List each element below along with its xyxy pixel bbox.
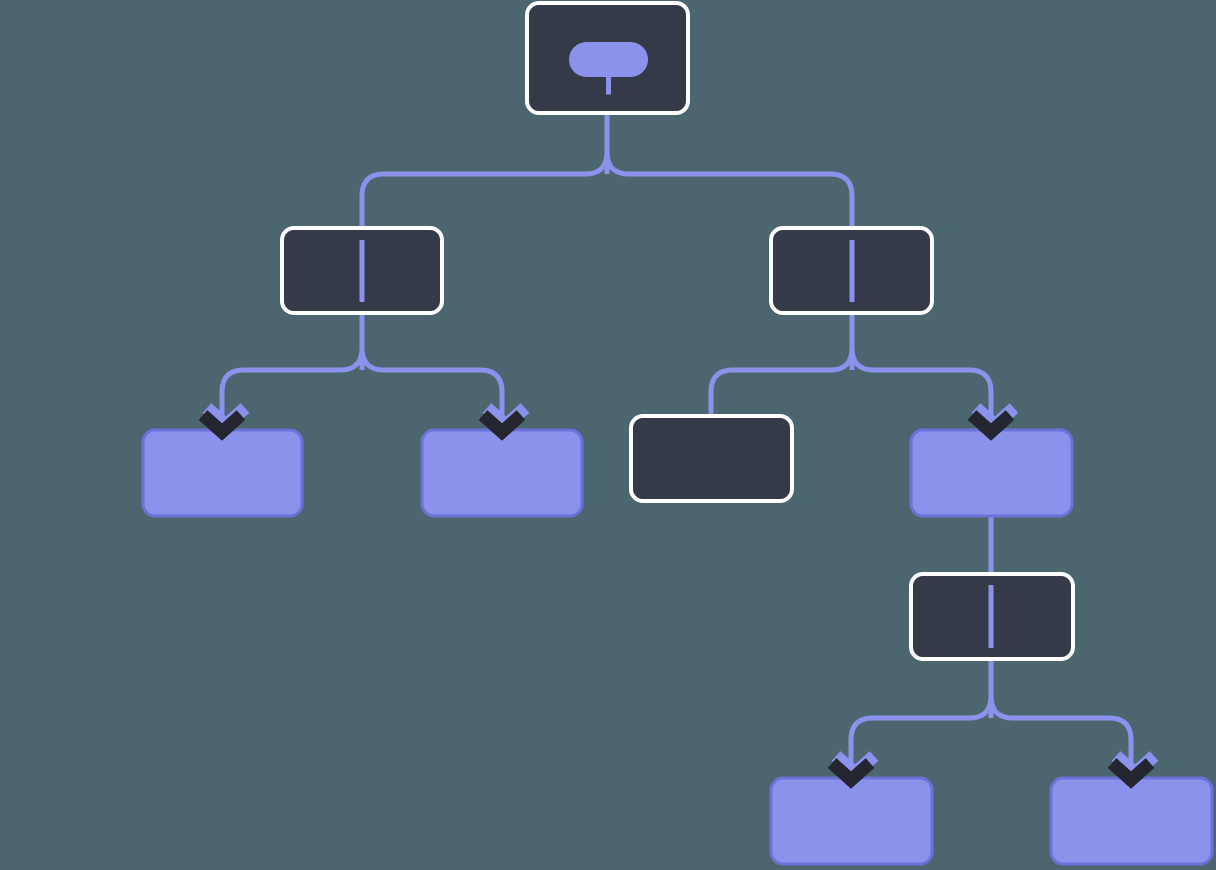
arrowhead-leaf-4-front xyxy=(967,410,1015,441)
arrowhead-leaf-2-front xyxy=(478,410,526,441)
root-pill-badge xyxy=(569,42,648,77)
leaf-node-6[interactable] xyxy=(1049,776,1214,866)
leaf-node-2-shape[interactable] xyxy=(420,428,584,518)
arrowhead-leaf-6-front xyxy=(1107,758,1155,789)
arrowhead-leaf-2 xyxy=(478,403,530,441)
arrowhead-leaf-5-front xyxy=(827,758,875,789)
leaf-node-4-shape[interactable] xyxy=(909,428,1074,518)
arrowhead-leaf-6 xyxy=(1107,751,1159,789)
edge-branch-right-to-empty-node xyxy=(708,298,855,416)
arrowhead-leaf-1-front xyxy=(198,410,246,441)
leaf-node-5-shape[interactable] xyxy=(769,776,934,866)
edge-branch-right-to-leaf-4 xyxy=(849,298,994,432)
leaf-node-2[interactable] xyxy=(420,428,584,518)
empty-node[interactable] xyxy=(629,414,794,503)
leaf-node-1[interactable] xyxy=(141,428,304,518)
root-node[interactable] xyxy=(525,1,690,115)
leaf-node-5[interactable] xyxy=(769,776,934,866)
empty-node-shape[interactable] xyxy=(629,414,794,503)
arrowhead-leaf-4 xyxy=(967,403,1019,441)
arrowhead-leaf-5 xyxy=(827,751,879,789)
nodes-layer xyxy=(141,1,1214,866)
leaf-node-6-shape[interactable] xyxy=(1049,776,1214,866)
edge-branch-left-to-leaf-2 xyxy=(359,298,505,432)
leaf-node-4[interactable] xyxy=(909,428,1074,518)
arrowhead-leaf-1 xyxy=(198,403,250,441)
edge-sub-branch-to-leaf-6 xyxy=(988,646,1134,780)
arrowheads-layer xyxy=(198,403,1159,789)
leaf-node-1-shape[interactable] xyxy=(141,428,304,518)
